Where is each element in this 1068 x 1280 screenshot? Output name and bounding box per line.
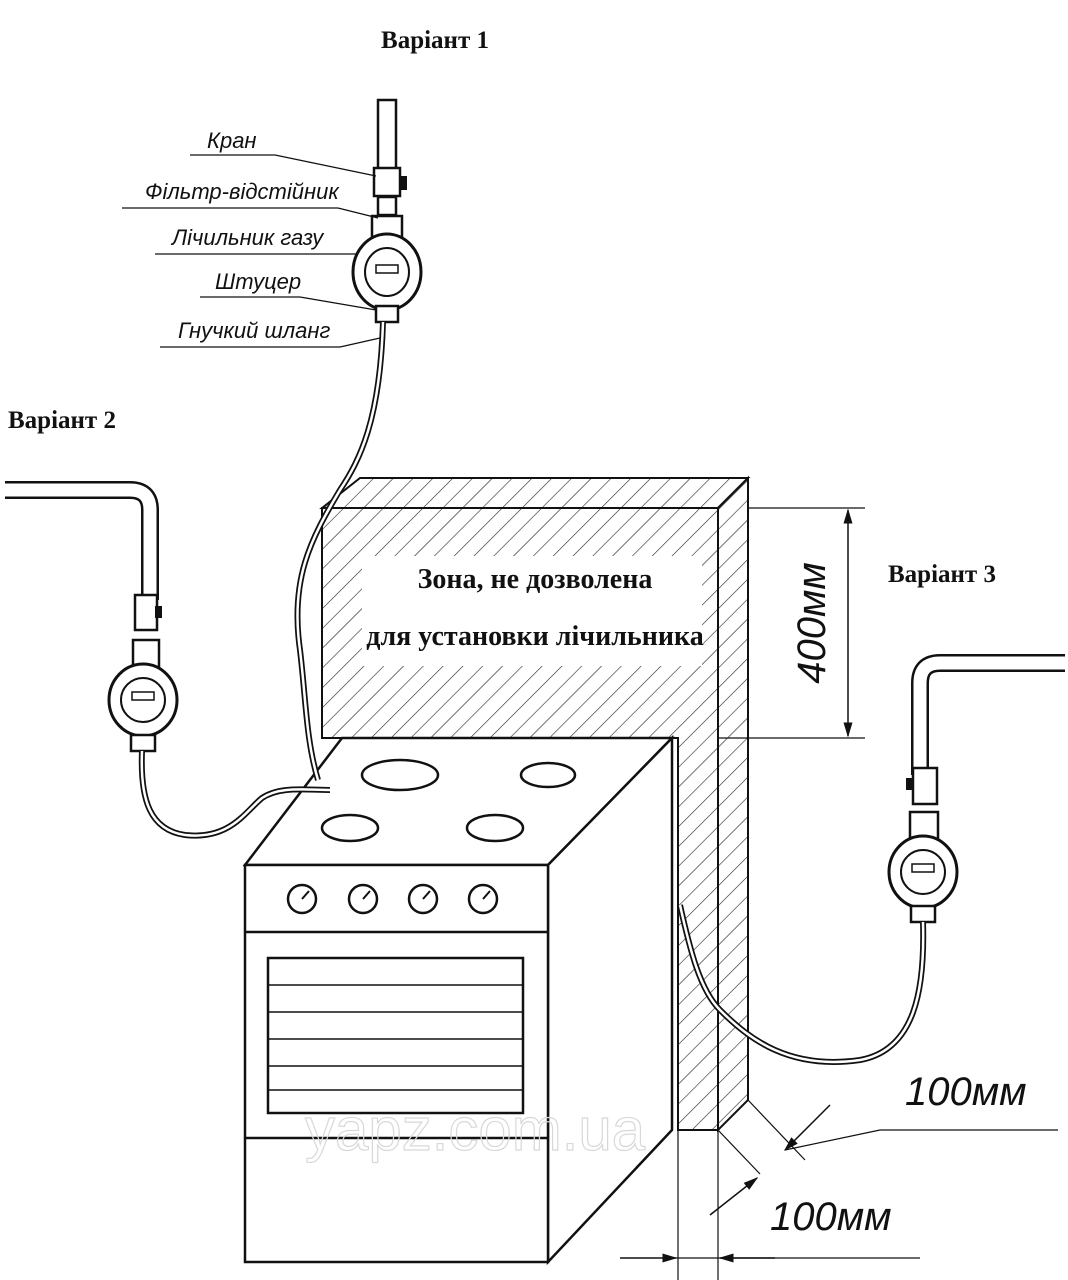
callout-fitting: Штуцер [215,269,301,294]
oven-window [266,956,525,1115]
variant-2-assembly [5,481,331,839]
fitting-icon [909,904,937,924]
burner-icon [465,813,525,843]
gas-stove [242,734,675,1266]
variant-3-assembly [677,654,1065,1065]
control-knobs [286,883,499,915]
fitting-icon [129,733,157,753]
variant-3-title: Варіант 3 [888,561,996,588]
callout-filter: Фільтр-відстійник [145,179,340,204]
callout-kran: Кран [207,128,257,153]
valve-handle-icon [399,176,407,190]
variant-1-assembly [294,98,423,781]
watermark: yapz.com.ua [305,1096,646,1163]
zone-label-background [362,556,702,666]
filter-icon [376,195,398,217]
fitting-icon [374,304,400,324]
valve-icon [133,593,159,632]
dimension-side-label: 100мм [905,1070,1027,1114]
dimension-height: 400мм [718,507,865,739]
burner-icon [320,813,380,843]
restricted-zone: Зона, не дозволена для установки лічильн… [319,475,751,1133]
zone-top-face [319,477,751,509]
variant-2-title: Варіант 2 [8,407,116,434]
dimension-clearance: 100мм 100мм [620,1070,1058,1280]
dimension-height-label: 400мм [790,562,834,684]
valve-icon [372,166,402,198]
callout-hose: Гнучкий шланг [178,318,330,343]
burner-icon [519,761,577,789]
variant-1-title: Варіант 1 [381,27,489,54]
zone-label-line2: для установки лічильника [366,621,703,652]
valve-icon [911,766,939,806]
dimension-bottom-label: 100мм [770,1195,892,1239]
burner-icon [360,758,440,792]
callouts: Кран Фільтр-відстійник Лічильник газу Шт… [122,128,381,348]
zone-label-line1: Зона, не дозволена [418,564,653,595]
callout-meter: Лічильник газу [170,225,325,250]
